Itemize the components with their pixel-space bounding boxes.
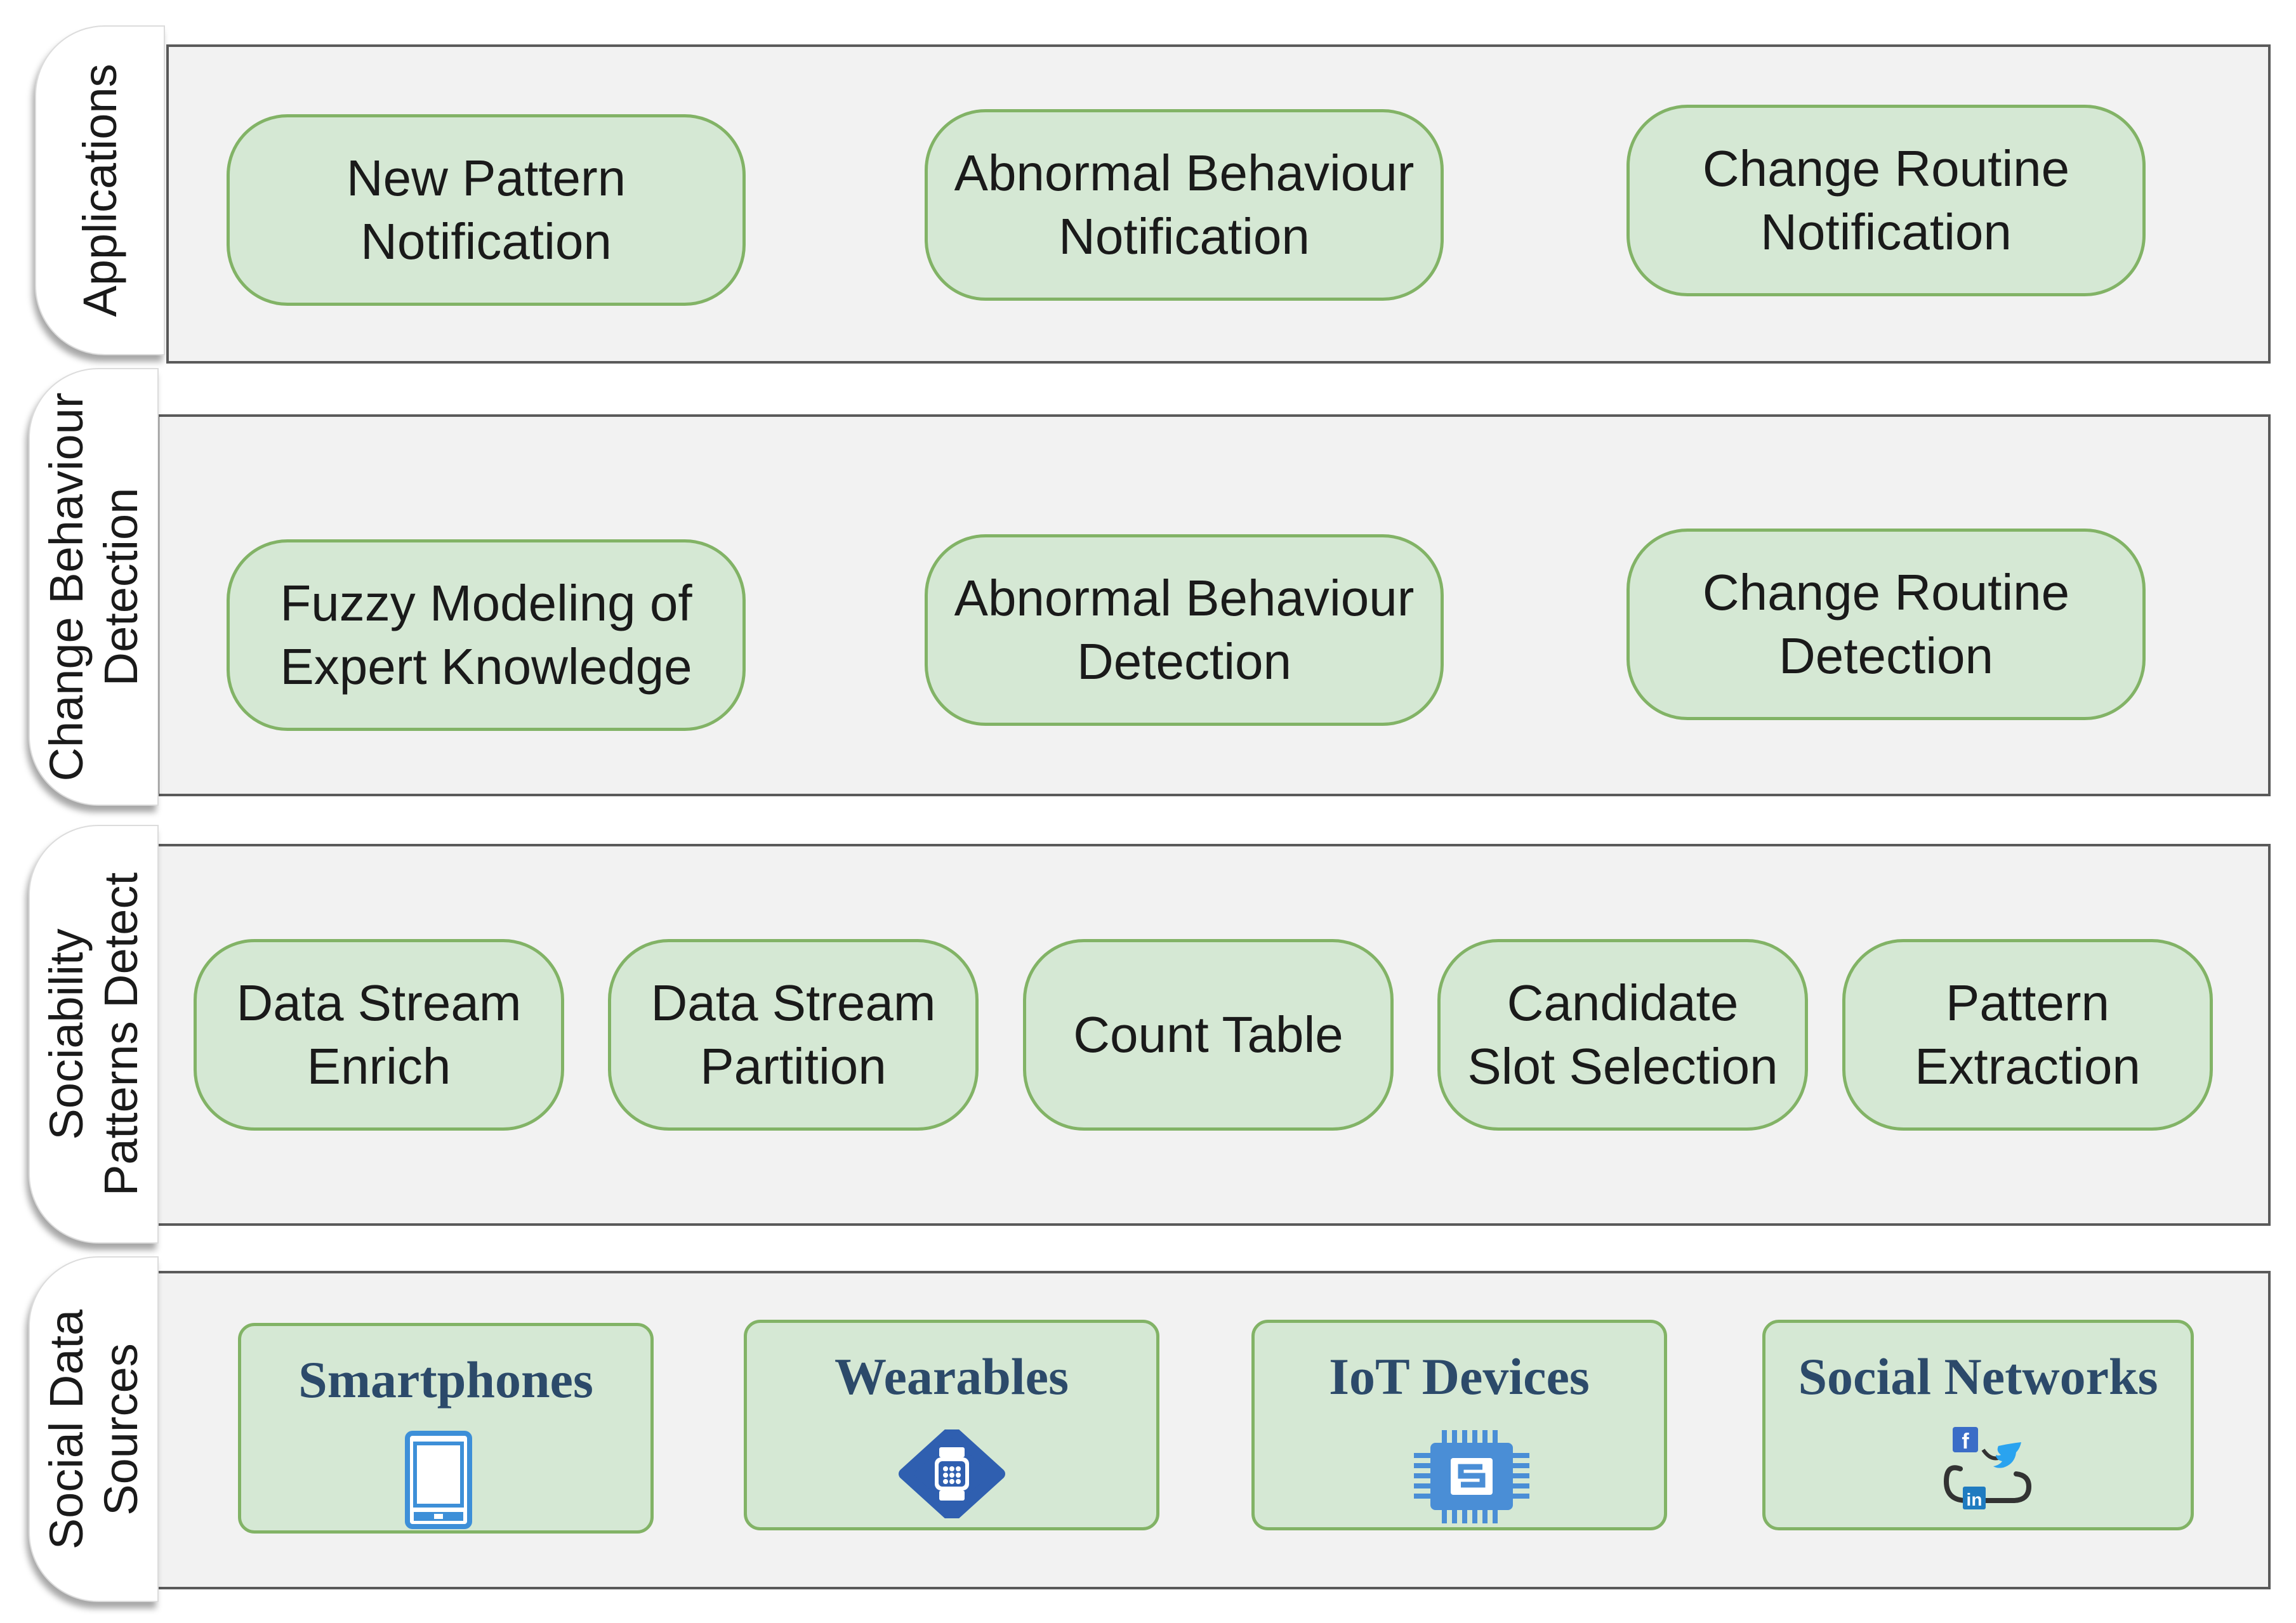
box-label: Data Stream Partition	[650, 975, 936, 1094]
box-label: Data Stream Enrich	[236, 975, 522, 1094]
new-pattern-notification-box: New Pattern Notification	[227, 114, 746, 306]
social-sources-label: Social Data Sources	[39, 1309, 147, 1549]
box-label: Change Routine Detection	[1702, 564, 2070, 684]
box-label: Change Routine Notification	[1702, 140, 2070, 260]
abnormal-behaviour-notification-box: Abnormal Behaviour Notification	[925, 109, 1444, 301]
abnormal-behaviour-detection-box: Abnormal Behaviour Detection	[925, 534, 1444, 726]
change-behaviour-label: Change Behaviour Detection	[39, 392, 147, 782]
count-table-box: Count Table	[1023, 939, 1394, 1131]
box-label: Pattern Extraction	[1915, 975, 2141, 1094]
candidate-slot-selection-box: Candidate Slot Selection	[1437, 939, 1808, 1131]
source-label: Social Networks	[1798, 1348, 2158, 1405]
applications-tab: Applications	[35, 25, 165, 355]
source-label: Smartphones	[298, 1351, 593, 1409]
source-label: Wearables	[835, 1348, 1069, 1405]
source-social-networks: Social Networks f in	[1762, 1320, 2194, 1530]
svg-text:in: in	[1967, 1490, 1983, 1509]
smartwatch-icon	[899, 1429, 1005, 1518]
box-label: Count Table	[1073, 1006, 1343, 1063]
box-label: New Pattern Notification	[346, 150, 626, 270]
svg-text:f: f	[1962, 1429, 1969, 1454]
fuzzy-modeling-box: Fuzzy Modeling of Expert Knowledge	[227, 539, 746, 731]
source-iot-devices: IoT Devices	[1251, 1320, 1667, 1530]
applications-label: Applications	[73, 63, 126, 317]
change-routine-detection-box: Change Routine Detection	[1626, 529, 2146, 720]
pattern-extraction-box: Pattern Extraction	[1842, 939, 2213, 1131]
sociability-tab: Sociability Patterns Detect	[29, 825, 159, 1244]
box-label: Abnormal Behaviour Detection	[954, 570, 1415, 690]
source-wearables: Wearables	[744, 1320, 1159, 1530]
chip-icon	[1414, 1430, 1529, 1523]
box-label: Abnormal Behaviour Notification	[954, 145, 1415, 265]
data-stream-enrich-box: Data Stream Enrich	[194, 939, 564, 1131]
change-routine-notification-box: Change Routine Notification	[1626, 105, 2146, 296]
change-behaviour-tab: Change Behaviour Detection	[29, 368, 159, 806]
source-label: IoT Devices	[1329, 1348, 1590, 1405]
source-smartphones: Smartphones	[238, 1323, 654, 1534]
smartphone-icon	[405, 1431, 472, 1529]
social-sources-tab: Social Data Sources	[29, 1256, 159, 1602]
sociability-label: Sociability Patterns Detect	[39, 872, 147, 1197]
box-label: Fuzzy Modeling of Expert Knowledge	[280, 575, 692, 695]
social-cloud-icon: f in	[1943, 1427, 2032, 1509]
data-stream-partition-box: Data Stream Partition	[608, 939, 979, 1131]
box-label: Candidate Slot Selection	[1467, 975, 1778, 1094]
